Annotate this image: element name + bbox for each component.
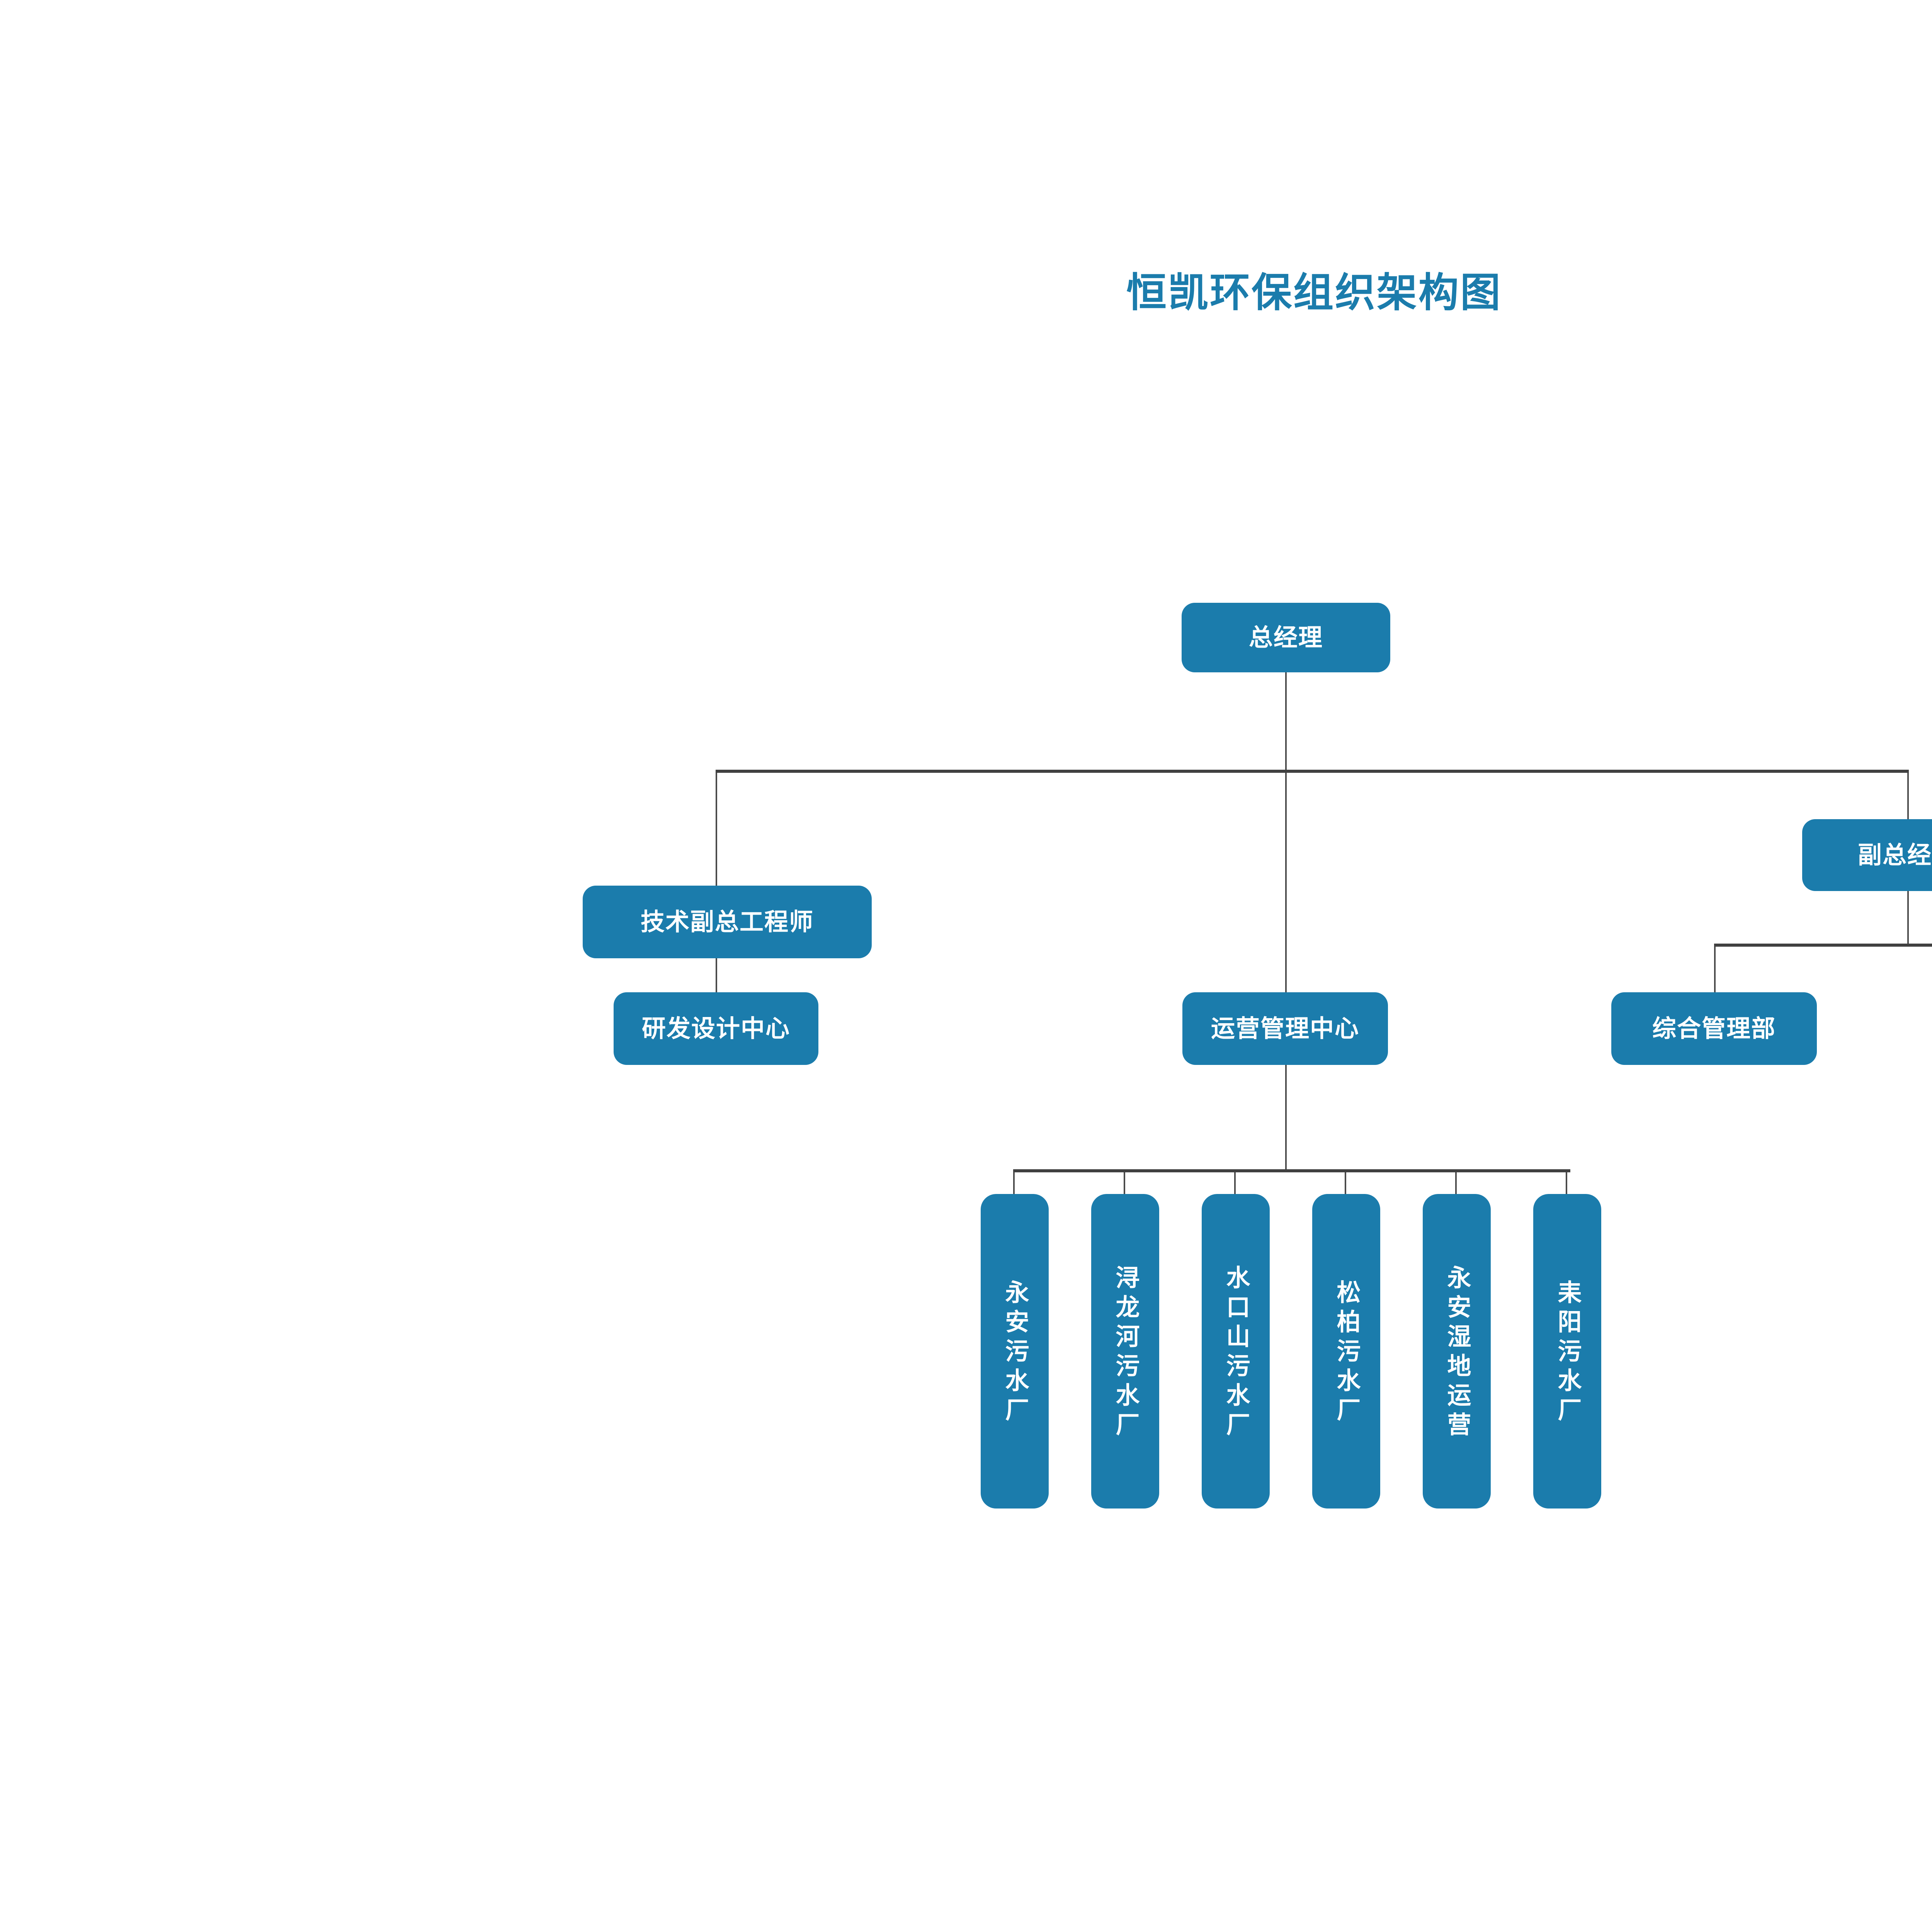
connector-tech-to-rd-center — [716, 958, 717, 992]
node-operations-management-center-label: 运营管理中心 — [1211, 1014, 1359, 1043]
connector-drop-plant-4 — [1345, 1172, 1346, 1195]
node-general-admin-dept-label: 综合管理部 — [1652, 1014, 1776, 1043]
node-operations-management-center[interactable]: 运营管理中心 — [1182, 992, 1388, 1065]
connector-drop-plant-3 — [1234, 1172, 1236, 1195]
node-plant-songbai-wastewater[interactable]: 松柏污水厂 — [1312, 1194, 1380, 1509]
node-plant-shuikoushan-wastewater-label: 水口山污水厂 — [1222, 1265, 1250, 1441]
connector-plants-bus — [1013, 1169, 1570, 1172]
node-plant-shuikoushan-wastewater[interactable]: 水口山污水厂 — [1202, 1194, 1270, 1509]
connector-ops-center-stem — [1285, 1065, 1287, 1171]
connector-drop-deputy-gm — [1907, 773, 1909, 820]
connector-drop-plant-6 — [1566, 1172, 1567, 1195]
node-general-manager[interactable]: 总经理 — [1182, 603, 1390, 672]
connector-drop-plant-2 — [1124, 1172, 1125, 1195]
node-general-admin-dept[interactable]: 综合管理部 — [1611, 992, 1817, 1065]
node-plant-xunlonghe-wastewater[interactable]: 浔龙河污水厂 — [1091, 1194, 1159, 1509]
connector-drop-plant-1 — [1013, 1172, 1015, 1195]
connector-root-stem — [1285, 672, 1287, 771]
node-plant-leiyang-wastewater-label: 耒阳污水厂 — [1553, 1280, 1582, 1427]
connector-drop-tech-chief-engineer — [716, 773, 717, 886]
node-plant-yongan-wastewater-label: 永安污水厂 — [1001, 1280, 1029, 1427]
node-general-manager-label: 总经理 — [1248, 623, 1323, 651]
page-title: 恒凯环保组织架构图 — [1126, 269, 1502, 316]
connector-deputy-gm-bus — [1714, 944, 1932, 947]
node-plant-leiyang-wastewater[interactable]: 耒阳污水厂 — [1533, 1194, 1601, 1509]
node-plant-xunlonghe-wastewater-label: 浔龙河污水厂 — [1111, 1265, 1140, 1441]
node-deputy-general-manager-label: 副总经理 — [1857, 840, 1932, 869]
node-deputy-general-manager[interactable]: 副总经理 — [1802, 819, 1932, 891]
node-rd-design-center[interactable]: 研发设计中心 — [614, 992, 818, 1065]
node-plant-yongan-wetland-operation[interactable]: 永安湿地运营 — [1423, 1194, 1491, 1509]
node-rd-design-center-label: 研发设计中心 — [641, 1014, 790, 1043]
connector-drop-general-admin-dept — [1714, 947, 1716, 993]
connector-deputy-gm-stem — [1907, 891, 1909, 945]
node-technical-deputy-chief-engineer[interactable]: 技术副总工程师 — [583, 886, 872, 958]
node-plant-yongan-wastewater[interactable]: 永安污水厂 — [981, 1194, 1049, 1509]
connector-drop-plant-5 — [1455, 1172, 1457, 1195]
node-plant-yongan-wetland-operation-label: 永安湿地运营 — [1443, 1265, 1471, 1441]
node-technical-deputy-chief-engineer-label: 技术副总工程师 — [640, 907, 814, 936]
node-plant-songbai-wastewater-label: 松柏污水厂 — [1332, 1280, 1361, 1427]
connector-drop-ops-center — [1285, 773, 1287, 992]
connector-main-bus — [716, 770, 1909, 773]
